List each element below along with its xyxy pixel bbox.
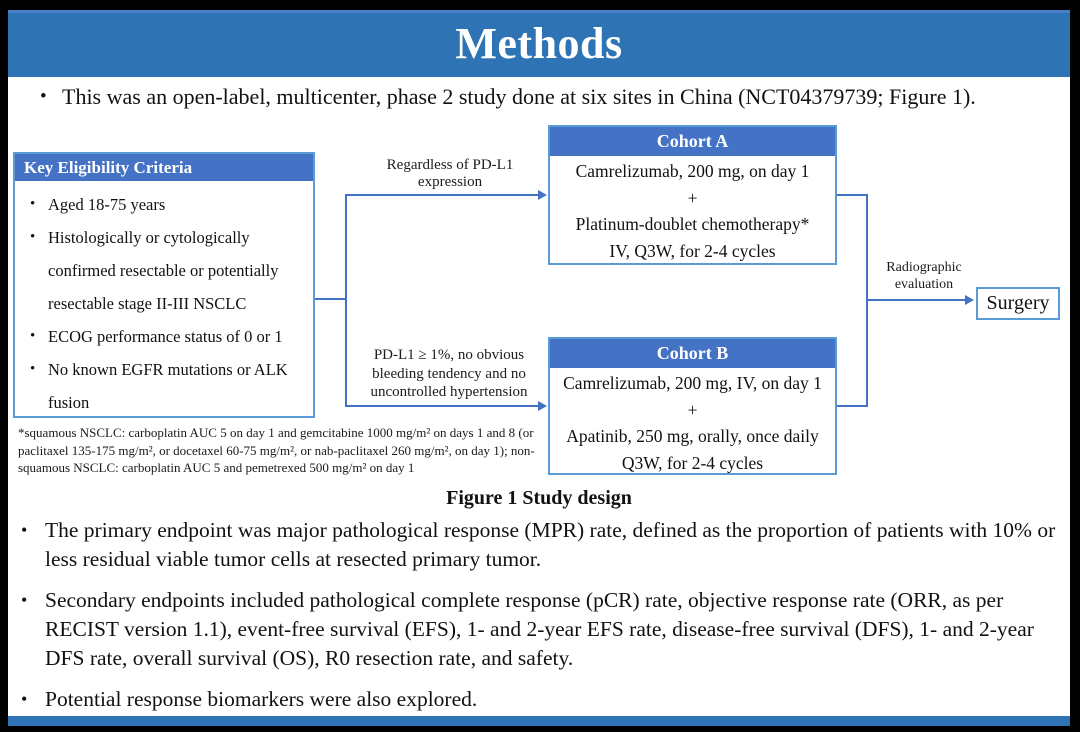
branch-label-top: Regardless of PD-L1 expression	[386, 157, 514, 190]
intro-bullet: This was an open-label, multicenter, pha…	[38, 82, 1053, 112]
arrowhead-surgery-icon	[965, 295, 974, 305]
cohort-b-header: Cohort B	[550, 339, 835, 368]
eligibility-list: Aged 18-75 years Histologically or cytol…	[15, 181, 313, 419]
cohort-b-box: Cohort B Camrelizumab, 200 mg, IV, on da…	[548, 337, 837, 475]
eligibility-box: Key Eligibility Criteria Aged 18-75 year…	[13, 152, 315, 418]
figure-footnote: *squamous NSCLC: carboplatin AUC 5 on da…	[18, 425, 535, 475]
cohort-a-line: Camrelizumab, 200 mg, on day 1	[575, 161, 810, 181]
surgery-box: Surgery	[976, 287, 1060, 320]
cohort-a-body: Camrelizumab, 200 mg, on day 1 + Platinu…	[550, 156, 835, 264]
cohort-a-line: IV, Q3W, for 2-4 cycles	[609, 240, 776, 261]
eligibility-item: Aged 18-75 years	[15, 188, 313, 221]
connector-to-surgery	[868, 299, 968, 301]
endpoint-bullets: The primary endpoint was major pathologi…	[20, 516, 1058, 726]
eligibility-header: Key Eligibility Criteria	[15, 154, 313, 181]
biomarkers-bullet: Potential response biomarkers were also …	[20, 685, 1058, 714]
cohort-b-line: Apatinib, 250 mg, orally, once daily	[566, 426, 819, 446]
methods-slide: Methods This was an open-label, multicen…	[8, 10, 1070, 726]
arrowhead-cohort-b-icon	[538, 401, 547, 411]
connector-to-cohort-b	[345, 405, 540, 407]
eligibility-item: Histologically or cytologically confirme…	[15, 221, 313, 320]
connector-cohort-a-out	[837, 194, 868, 196]
cohort-b-line: Camrelizumab, 200 mg, IV, on day 1	[563, 373, 822, 393]
cohort-b-line: Q3W, for 2-4 cycles	[621, 452, 764, 473]
connector-split-vertical	[345, 194, 347, 407]
connector-to-cohort-a	[345, 194, 540, 196]
cohort-a-box: Cohort A Camrelizumab, 200 mg, on day 1 …	[548, 125, 837, 265]
arrowhead-cohort-a-icon	[538, 190, 547, 200]
connector-eligibility-out	[315, 298, 347, 300]
page-title: Methods	[455, 19, 623, 68]
cohort-a-line: Platinum-doublet chemotherapy*	[575, 214, 810, 234]
secondary-endpoints-bullet: Secondary endpoints included pathologica…	[20, 586, 1058, 673]
primary-endpoint-bullet: The primary endpoint was major pathologi…	[20, 516, 1058, 574]
eligibility-item: No known EGFR mutations or ALK fusion	[15, 353, 313, 419]
eligibility-item: ECOG performance status of 0 or 1	[15, 320, 313, 353]
connector-merge-vertical	[866, 194, 868, 407]
connector-cohort-b-out	[837, 405, 868, 407]
figure-caption: Figure 1 Study design	[446, 487, 632, 509]
title-bar: Methods	[8, 10, 1070, 77]
radiographic-evaluation-label: Radiographic evaluation	[886, 260, 962, 292]
cohort-b-line: +	[687, 399, 698, 420]
cohort-b-body: Camrelizumab, 200 mg, IV, on day 1 + Apa…	[550, 368, 835, 476]
cohort-a-header: Cohort A	[550, 127, 835, 156]
footer-bar	[8, 716, 1070, 726]
branch-label-bottom: PD-L1 ≥ 1%, no obvious bleeding tendency…	[370, 347, 528, 400]
cohort-a-line: +	[687, 187, 698, 208]
